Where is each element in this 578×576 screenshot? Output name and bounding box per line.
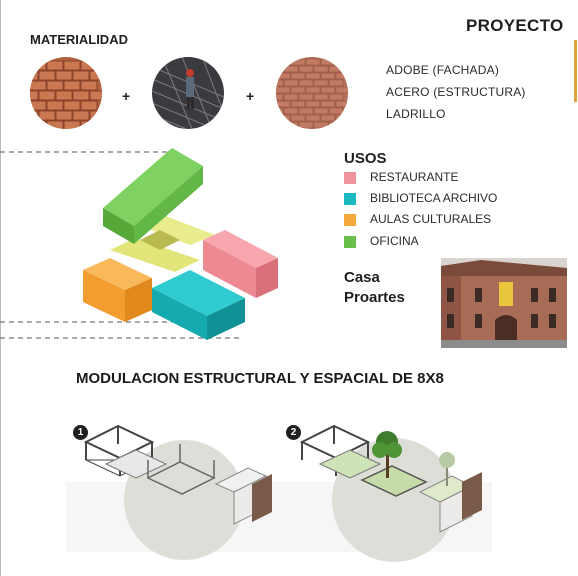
massing-diagram <box>0 148 278 340</box>
legend-label: AULAS CULTURALES <box>370 212 492 226</box>
brick-material-image <box>276 57 348 129</box>
plus-sign: + <box>122 88 131 104</box>
legend-swatch-aulas <box>344 214 356 226</box>
materialidad-title: MATERIALIDAD <box>30 32 128 47</box>
step-1-badge: 1 <box>73 425 88 440</box>
building-photo <box>441 258 567 348</box>
legend-label: RESTAURANTE <box>370 170 459 184</box>
legend-label: OFICINA <box>370 234 419 248</box>
building-name-line1: Casa <box>344 269 380 286</box>
usos-title: USOS <box>344 150 387 167</box>
block-oficina <box>103 148 203 244</box>
block-restaurante <box>203 230 278 298</box>
material-item: LADRILLO <box>386 107 446 121</box>
legend-label: BIBLIOTECA ARCHIVO <box>370 191 498 205</box>
page-edge-line <box>0 0 1 576</box>
modulation-diagram-2 <box>276 424 492 562</box>
steel-material-image <box>152 57 224 129</box>
modulation-diagram-1 <box>66 424 276 560</box>
material-item: ACERO (ESTRUCTURA) <box>386 85 526 99</box>
legend-swatch-restaurante <box>344 172 356 184</box>
block-aulas <box>83 258 152 322</box>
page-title: PROYECTO <box>466 16 564 35</box>
adobe-material-image <box>30 57 102 129</box>
accent-bar <box>574 40 577 102</box>
step-2-badge: 2 <box>286 425 301 440</box>
tree-icon <box>439 452 455 486</box>
material-item: ADOBE (FACHADA) <box>386 63 500 77</box>
modulacion-title: MODULACION ESTRUCTURAL Y ESPACIAL DE 8X8 <box>76 370 444 387</box>
building-name-line2: Proartes <box>344 289 405 306</box>
legend-swatch-biblioteca <box>344 193 356 205</box>
legend-swatch-oficina <box>344 236 356 248</box>
block-biblioteca <box>152 270 245 340</box>
tree-icon <box>372 431 402 478</box>
plus-sign: + <box>246 88 255 104</box>
building-name: Casa Proartes <box>344 268 405 308</box>
